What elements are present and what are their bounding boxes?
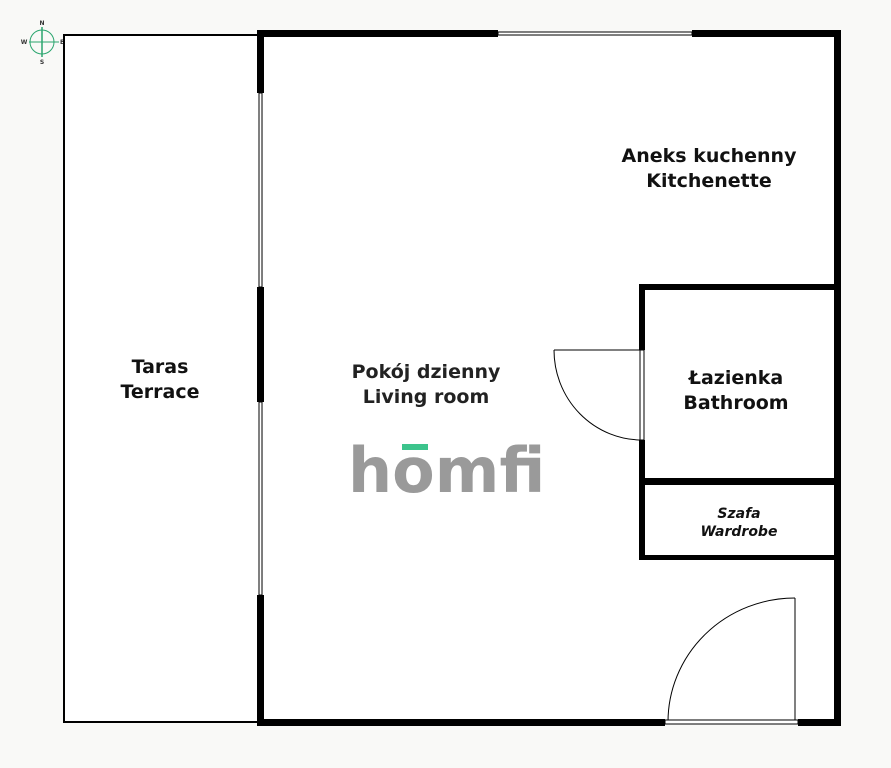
bathroom-label: Łazienka [688,367,783,389]
living-label-en: Living room [363,386,490,408]
watermark-text: homfi [348,434,545,507]
apartment-floor [263,36,835,719]
wardrobe-label: Szafa [717,506,760,522]
window-top [497,31,693,36]
terrace-area [63,34,261,723]
kitchen-label-en: Kitchenette [646,170,771,192]
kitchen-label: Aneks kuchenny [622,145,798,167]
living-label: Pokój dzienny [352,361,501,383]
window-left-1 [258,92,263,288]
bathroom-label-en: Bathroom [683,392,788,414]
wardrobe-label-en: Wardrobe [701,524,778,540]
entrance-door[interactable] [664,597,799,725]
compass-w: W [21,39,28,46]
compass-s: S [40,59,44,66]
terrace-label-en: Terrace [120,381,199,403]
window-left-2 [258,401,263,596]
compass-n: N [39,20,44,27]
watermark-logo: homfi [348,434,545,507]
compass-e: E [60,39,64,46]
terrace-label: Taras [132,356,189,378]
walls [257,30,841,726]
windows [258,31,693,596]
bathroom-door[interactable] [553,349,645,441]
compass-icon: N S W E [21,20,64,66]
